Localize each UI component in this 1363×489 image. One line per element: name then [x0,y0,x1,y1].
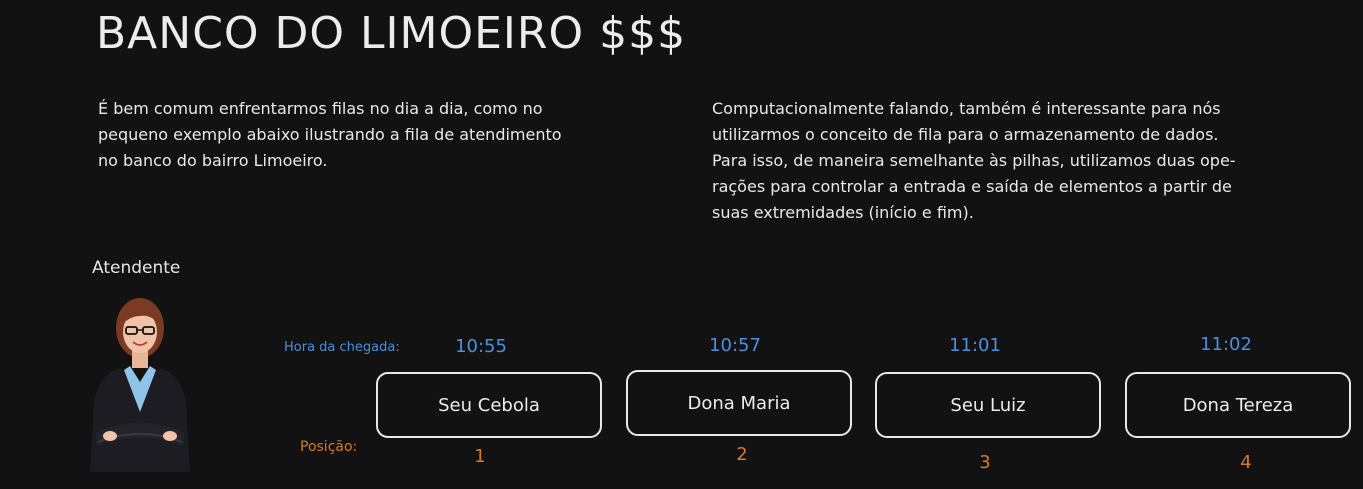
queue-person-box: Dona Maria [626,370,852,436]
queue-position: 4 [1240,452,1252,473]
arrival-time: 10:55 [455,336,507,357]
arrival-time: 11:01 [949,335,1001,356]
position-label: Posição: [300,439,358,455]
intro-left-line: pequeno exemplo abaixo ilustrando a fila… [98,125,562,144]
intro-right-line: Computacionalmente falando, também é int… [712,99,1221,118]
intro-right-line: Para isso, de maneira semelhante às pilh… [712,151,1236,170]
queue-position: 1 [474,446,486,467]
queue-person-box: Seu Cebola [376,372,602,438]
intro-right-line: utilizarmos o conceito de fila para o ar… [712,125,1219,144]
queue-position: 2 [736,444,748,465]
intro-right-line: suas extremidades (início e fim). [712,203,974,222]
attendant-illustration [90,298,190,472]
page-title: BANCO DO LIMOEIRO $$$ [96,8,687,59]
arrival-time: 10:57 [709,335,761,356]
intro-left-paragraph: É bem comum enfrentarmos filas no dia a … [98,96,658,174]
arrival-time: 11:02 [1200,334,1252,355]
intro-right-line: rações para controlar a entrada e saída … [712,177,1232,196]
queue-person-box: Seu Luiz [875,372,1101,438]
intro-right-paragraph: Computacionalmente falando, também é int… [712,96,1352,226]
queue-person-box: Dona Tereza [1125,372,1351,438]
intro-left-line: É bem comum enfrentarmos filas no dia a … [98,99,543,118]
intro-left-line: no banco do bairro Limoeiro. [98,151,328,170]
arrival-time-label: Hora da chegada: [284,340,400,355]
queue-position: 3 [979,452,991,473]
attendant-label: Atendente [92,258,181,278]
